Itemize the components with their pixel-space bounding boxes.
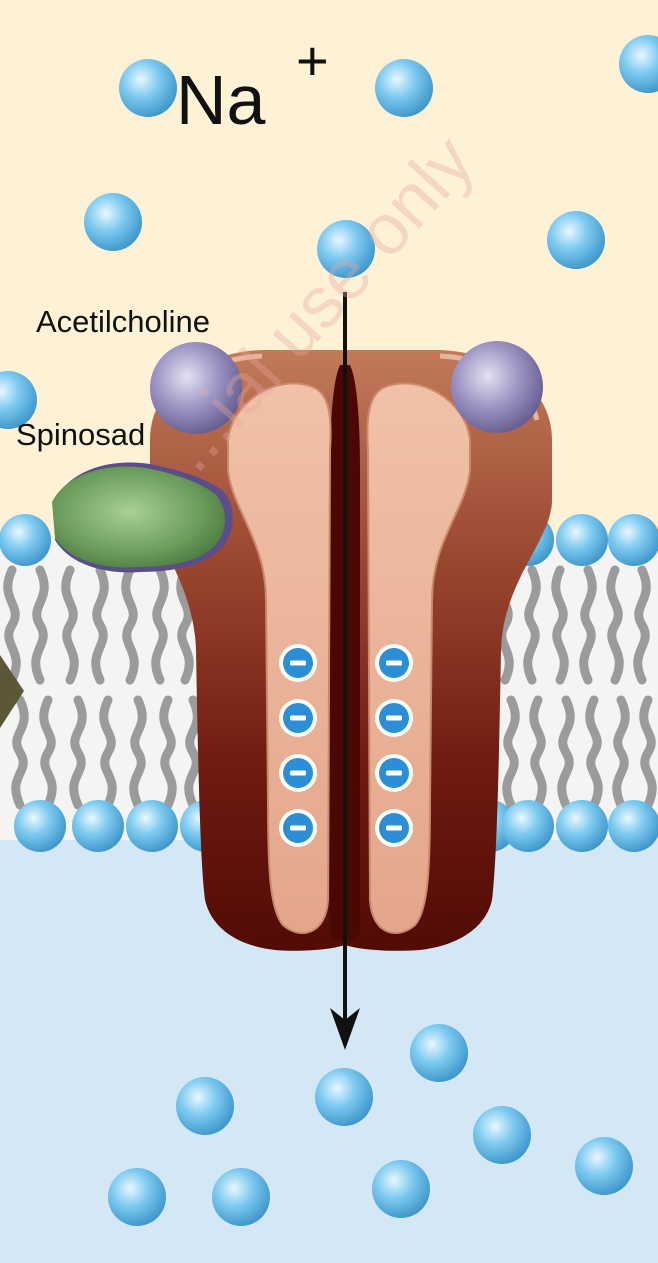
sodium-ion-icon [375,59,433,117]
negative-charge-icon [279,809,317,847]
sodium-label-charge: + [296,29,329,92]
sodium-ion-icon [315,1068,373,1126]
negative-charge-icon [279,644,317,682]
negative-charge-icon [375,754,413,792]
sodium-ion-icon [473,1106,531,1164]
phospholipid-head-inner [72,800,124,852]
phospholipid-head-outer [556,514,608,566]
phospholipid-head-outer [0,514,51,566]
acetylcholine-label: Acetilcholine [36,304,210,339]
phospholipid-head-inner [608,800,658,852]
phospholipid-head-outer [608,514,658,566]
negative-charge-icon [375,699,413,737]
negative-charge-icon [375,809,413,847]
negative-charge-icon [279,754,317,792]
sodium-label-symbol: Na [176,61,266,139]
sodium-ion-icon [119,59,177,117]
sodium-ion-icon [212,1168,270,1226]
acetylcholine-molecule-right [451,341,543,433]
sodium-ion-icon [176,1077,234,1135]
sodium-ion-icon [410,1024,468,1082]
negative-charge-icon [375,644,413,682]
phospholipid-head-inner [126,800,178,852]
phospholipid-head-inner [502,800,554,852]
phospholipid-head-inner [556,800,608,852]
sodium-ion-icon [575,1137,633,1195]
sodium-ion-icon [547,211,605,269]
sodium-ion-icon [108,1168,166,1226]
sodium-ion-icon [372,1160,430,1218]
phospholipid-head-inner [14,800,66,852]
spinosad-label: Spinosad [16,417,145,452]
sodium-ion-icon [84,193,142,251]
negative-charge-icon [279,699,317,737]
